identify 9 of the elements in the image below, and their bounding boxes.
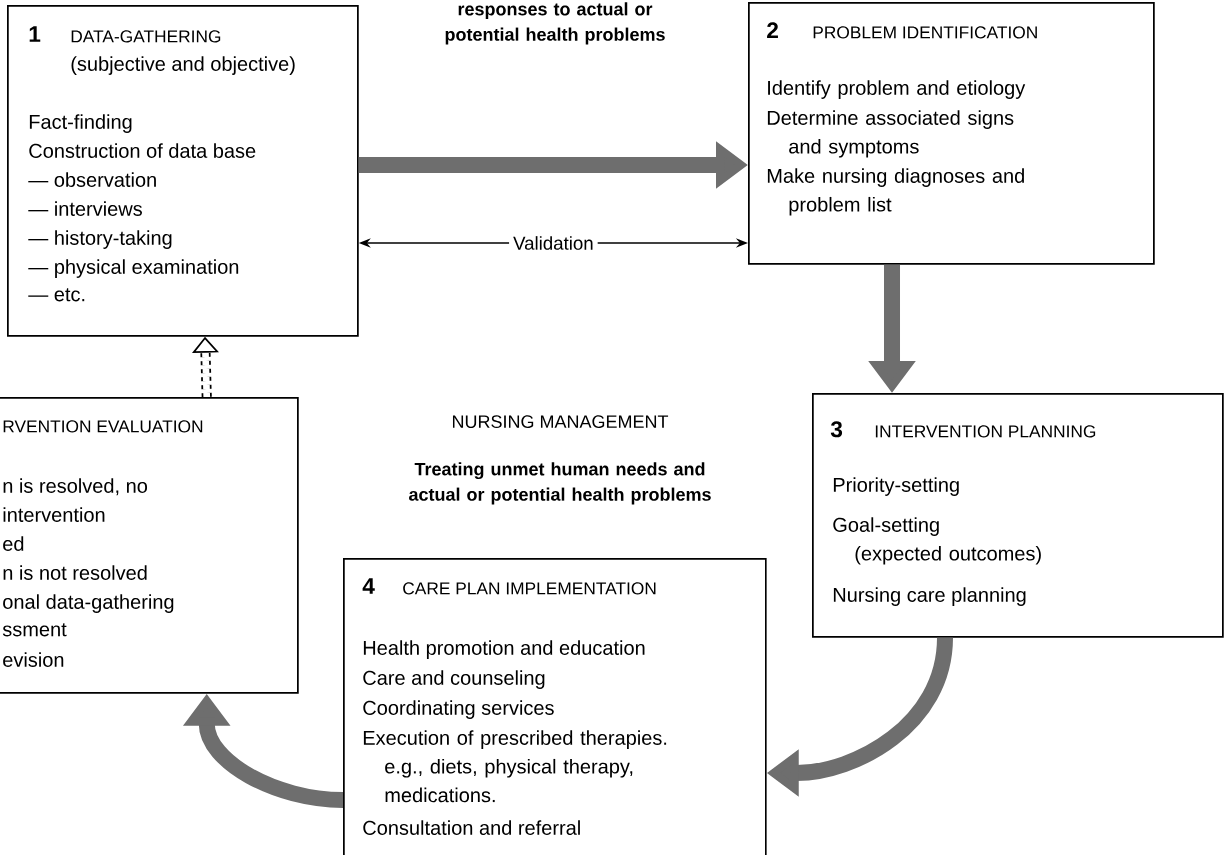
edge-label: Validation xyxy=(509,232,598,254)
heading: NURSING MANAGEMENT xyxy=(453,415,669,428)
process-box: 1 DATA-GATHERING (subjective and objective) Fact-finding Construction of data base — observation — interviews — history-taking — physical examination — etc. xyxy=(7,5,359,337)
process-box: RVENTION EVALUATION n is resolved, no intervention ed n is not resolved onal data-gathering ssment evision xyxy=(0,397,299,694)
process-box: 4 CARE PLAN IMPLEMENTATION Health promotion and education Care and counseling Coordinating services Execution of prescribed therapies. e.g., diets, physical therapy, medications. Consultation and referral xyxy=(343,558,767,855)
caption-text: responses to actual or potential health problems xyxy=(445,2,665,45)
process-box: 2 PROBLEM IDENTIFICATION Identify problem and etiology Determine associated signs and symptoms Make nursing diagnoses and problem list xyxy=(748,2,1155,265)
caption-text: Treating unmet human needs and actual or potential health problems xyxy=(409,462,711,505)
process-box: 3 INTERVENTION PLANNING Priority-setting Goal-setting (expected outcomes) Nursing care planning xyxy=(812,393,1224,638)
